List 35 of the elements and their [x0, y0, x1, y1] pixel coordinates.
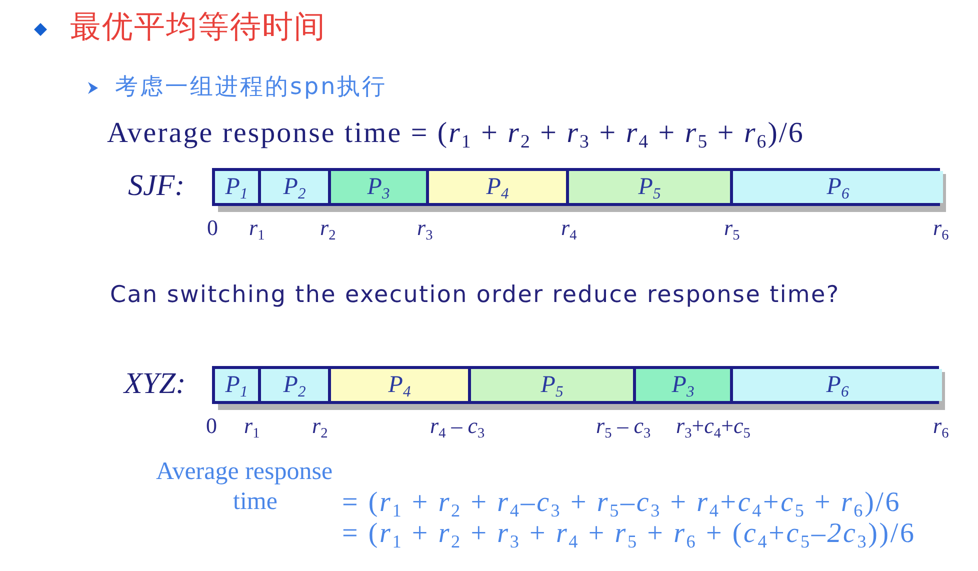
- process-segment: P$_{2}$: [258, 171, 328, 203]
- tick-label: r$_{5}$ – c$_{3}$: [596, 414, 651, 438]
- formula: Average response time = (r$_{1}$ + r$_{2}$ + r$_{3}$ + r$_{4}$ + r$_{5}$ + r$_{6}$)/6: [107, 117, 804, 149]
- tick-label: r$_{1}$: [249, 216, 265, 240]
- formula: = (r$_{1}$ + r$_{2}$ + r$_{4}$–c$_{3}$ + r$_{5}$–c$_{3}$ + r$_{4}$+c$_{4}$+c$_{5}$ + r$_{6}$)/6: [342, 487, 902, 518]
- tick-label: r$_{4}$: [561, 216, 577, 240]
- formula: = (r$_{1}$ + r$_{2}$ + r$_{3}$ + r$_{4}$ + r$_{5}$ + r$_{6}$ + (c$_{4}$+c$_{5}$–2c$_{3}$))/6: [342, 518, 916, 549]
- process-segment: P$_{6}$: [730, 369, 942, 401]
- tick-label: 0: [206, 414, 217, 438]
- question-text: Can switching the execution order reduce response time?: [110, 281, 840, 309]
- tick-label: r$_{2}$: [320, 216, 336, 240]
- tick-label: r$_{2}$: [312, 414, 328, 438]
- formula-label: Average response time: [156, 457, 334, 517]
- tick-label: r$_{5}$: [724, 216, 740, 240]
- process-segment: P$_{3}$: [633, 369, 730, 401]
- tick-label: r$_{3}$: [417, 216, 433, 240]
- process-segment: P$_{2}$: [258, 369, 328, 401]
- process-segment: P$_{1}$: [215, 369, 258, 401]
- bar-label: SJF:: [128, 169, 185, 203]
- tick-label: r$_{3}$+c$_{4}$+c$_{5}$: [676, 414, 750, 438]
- process-segment: P$_{1}$: [215, 171, 258, 203]
- tick-label: r$_{1}$: [244, 414, 260, 438]
- process-segment: P$_{6}$: [730, 171, 943, 203]
- process-segment: P$_{5}$: [468, 369, 633, 401]
- tick-label: r$_{4}$ – c$_{3}$: [430, 414, 485, 438]
- process-segment: P$_{5}$: [566, 171, 730, 203]
- bullet-text: 考虑一组进程的spn执行: [115, 73, 388, 101]
- process-segment: P$_{3}$: [328, 171, 426, 203]
- process-segment: P$_{4}$: [328, 369, 468, 401]
- tick-label: 0: [207, 216, 218, 240]
- bar-label: XYZ:: [124, 367, 186, 401]
- process-segment: P$_{4}$: [426, 171, 566, 203]
- slide-title: 最优平均等待时间: [70, 9, 326, 45]
- tick-label: r$_{6}$: [933, 216, 949, 240]
- tick-label: r$_{6}$: [933, 414, 949, 438]
